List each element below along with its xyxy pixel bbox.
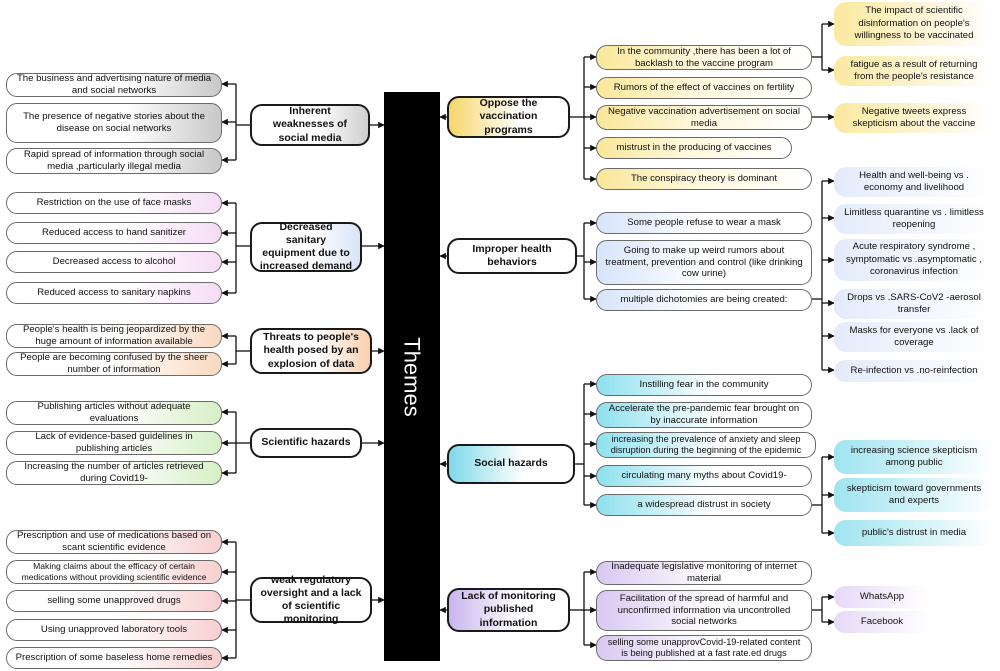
item-legislative-monitoring: Inadequate legislative monitoring of int… [596,561,812,585]
sub-drops-vs-aerosol: Drops vs .SARS-CoV2 -aerosol transfer [834,289,994,319]
sub-scientific-disinformation: The impact of scientific disinformation … [834,2,994,46]
item-rumors-fertility: Rumors of the effect of vaccines on fert… [596,77,812,99]
item-negative-advertisement: Negative vaccination advertisement on so… [596,105,812,130]
sub-whatsapp: WhatsApp [834,586,930,608]
item-medications-scant-evidence: Prescription and use of medications base… [6,530,222,554]
sub-governments-experts: skepticism toward governments and expert… [834,478,994,512]
item-mistrust-producing: mistrust in the producing of vaccines [596,137,792,159]
item-unapproved-drugs: selling some unapproved drugs [6,590,222,612]
item-dichotomies: multiple dichotomies are being created: [596,289,812,311]
item-anxiety-sleep: increasing the prevalence of anxiety and… [596,432,816,458]
theme-lack-of-monitoring: Lack of monitoring published information [447,588,570,632]
item-baseless-home-remedies: Prescription of some baseless home remed… [6,647,222,669]
item-efficacy-claims: Making claims about the efficacy of cert… [6,560,222,584]
item-myths-covid: circulating many myths about Covid19- [596,465,812,487]
sub-science-skepticism: increasing science skepticism among publ… [834,440,994,474]
item-accelerate-fear: Accelerate the pre-pandemic fear brought… [596,402,812,428]
item-business-advertising: The business and advertising nature of m… [6,73,222,97]
item-instilling-fear: Instilling fear in the community [596,374,812,396]
theme-inherent-weaknesses: Inherent weaknesses of social media [250,104,370,146]
sub-quarantine-vs-reopening: Limitless quarantine vs . limitless reop… [834,204,994,234]
theme-scientific-hazards: Scientific hazards [250,428,362,458]
item-hand-sanitizer: Reduced access to hand sanitizer [6,222,222,244]
item-lack-guidelines: Lack of evidence-based guidelines in pub… [6,431,222,455]
sub-health-vs-economy: Health and well-being vs . economy and l… [834,167,994,197]
sub-reinfection: Re-infection vs .no-reinfection [834,360,994,382]
item-widespread-distrust: a widespread distrust in society [596,494,812,516]
sub-distrust-media: public's distrust in media [834,520,994,546]
item-conspiracy-theory: The conspiracy theory is dominant [596,168,812,190]
theme-oppose-vaccination: Oppose the vaccination programs [447,96,570,138]
item-unapproved-lab-tools: Using unapproved laboratory tools [6,619,222,641]
theme-social-hazards: Social hazards [447,444,575,484]
item-health-jeopardized: People's health is being jeopardized by … [6,324,222,348]
theme-improper-health-behaviors: Improper health behaviors [447,238,577,274]
item-negative-stories: The presence of negative stories about t… [6,103,222,143]
item-articles-retrieved: Increasing the number of articles retrie… [6,461,222,485]
item-backlash-vaccine: In the community ,there has been a lot o… [596,45,812,70]
sub-negative-tweets: Negative tweets express skepticism about… [834,103,994,133]
item-weird-rumors: Going to make up weird rumors about trea… [596,240,812,285]
item-sanitary-napkins: Reduced access to sanitary napkins [6,282,222,304]
item-people-confused: People are becoming confused by the shee… [6,352,222,376]
item-harmful-information: Facilitation of the spread of harmful an… [596,590,812,631]
item-covid-content-fast-rate: selling some unapprovCovid-19-related co… [596,635,812,661]
theme-weak-regulatory-oversight: weak regulatory oversight and a lack of … [250,574,372,625]
item-alcohol: Decreased access to alcohol [6,251,222,273]
item-rapid-spread: Rapid spread of information through soci… [6,148,222,174]
item-face-masks: Restriction on the use of face masks [6,192,222,214]
themes-center-label: Themes [400,336,426,417]
theme-decreased-sanitary-equipment: Decreased sanitary equipment due to incr… [250,221,362,272]
sub-masks-vs-coverage: Masks for everyone vs .lack of coverage [834,322,994,352]
sub-facebook: Facebook [834,611,930,633]
sub-symptomatic-vs-asymptomatic: Acute respiratory syndrome , symptomatic… [834,239,994,281]
item-refuse-mask: Some people refuse to wear a mask [596,212,812,234]
theme-threats-explosion-of-data: Threats to people's health posed by an e… [250,328,372,374]
themes-center-bar: Themes [384,92,440,661]
item-without-evaluations: Publishing articles without adequate eva… [6,401,222,425]
sub-fatigue-resistance: fatigue as a result of returning from th… [834,56,994,86]
